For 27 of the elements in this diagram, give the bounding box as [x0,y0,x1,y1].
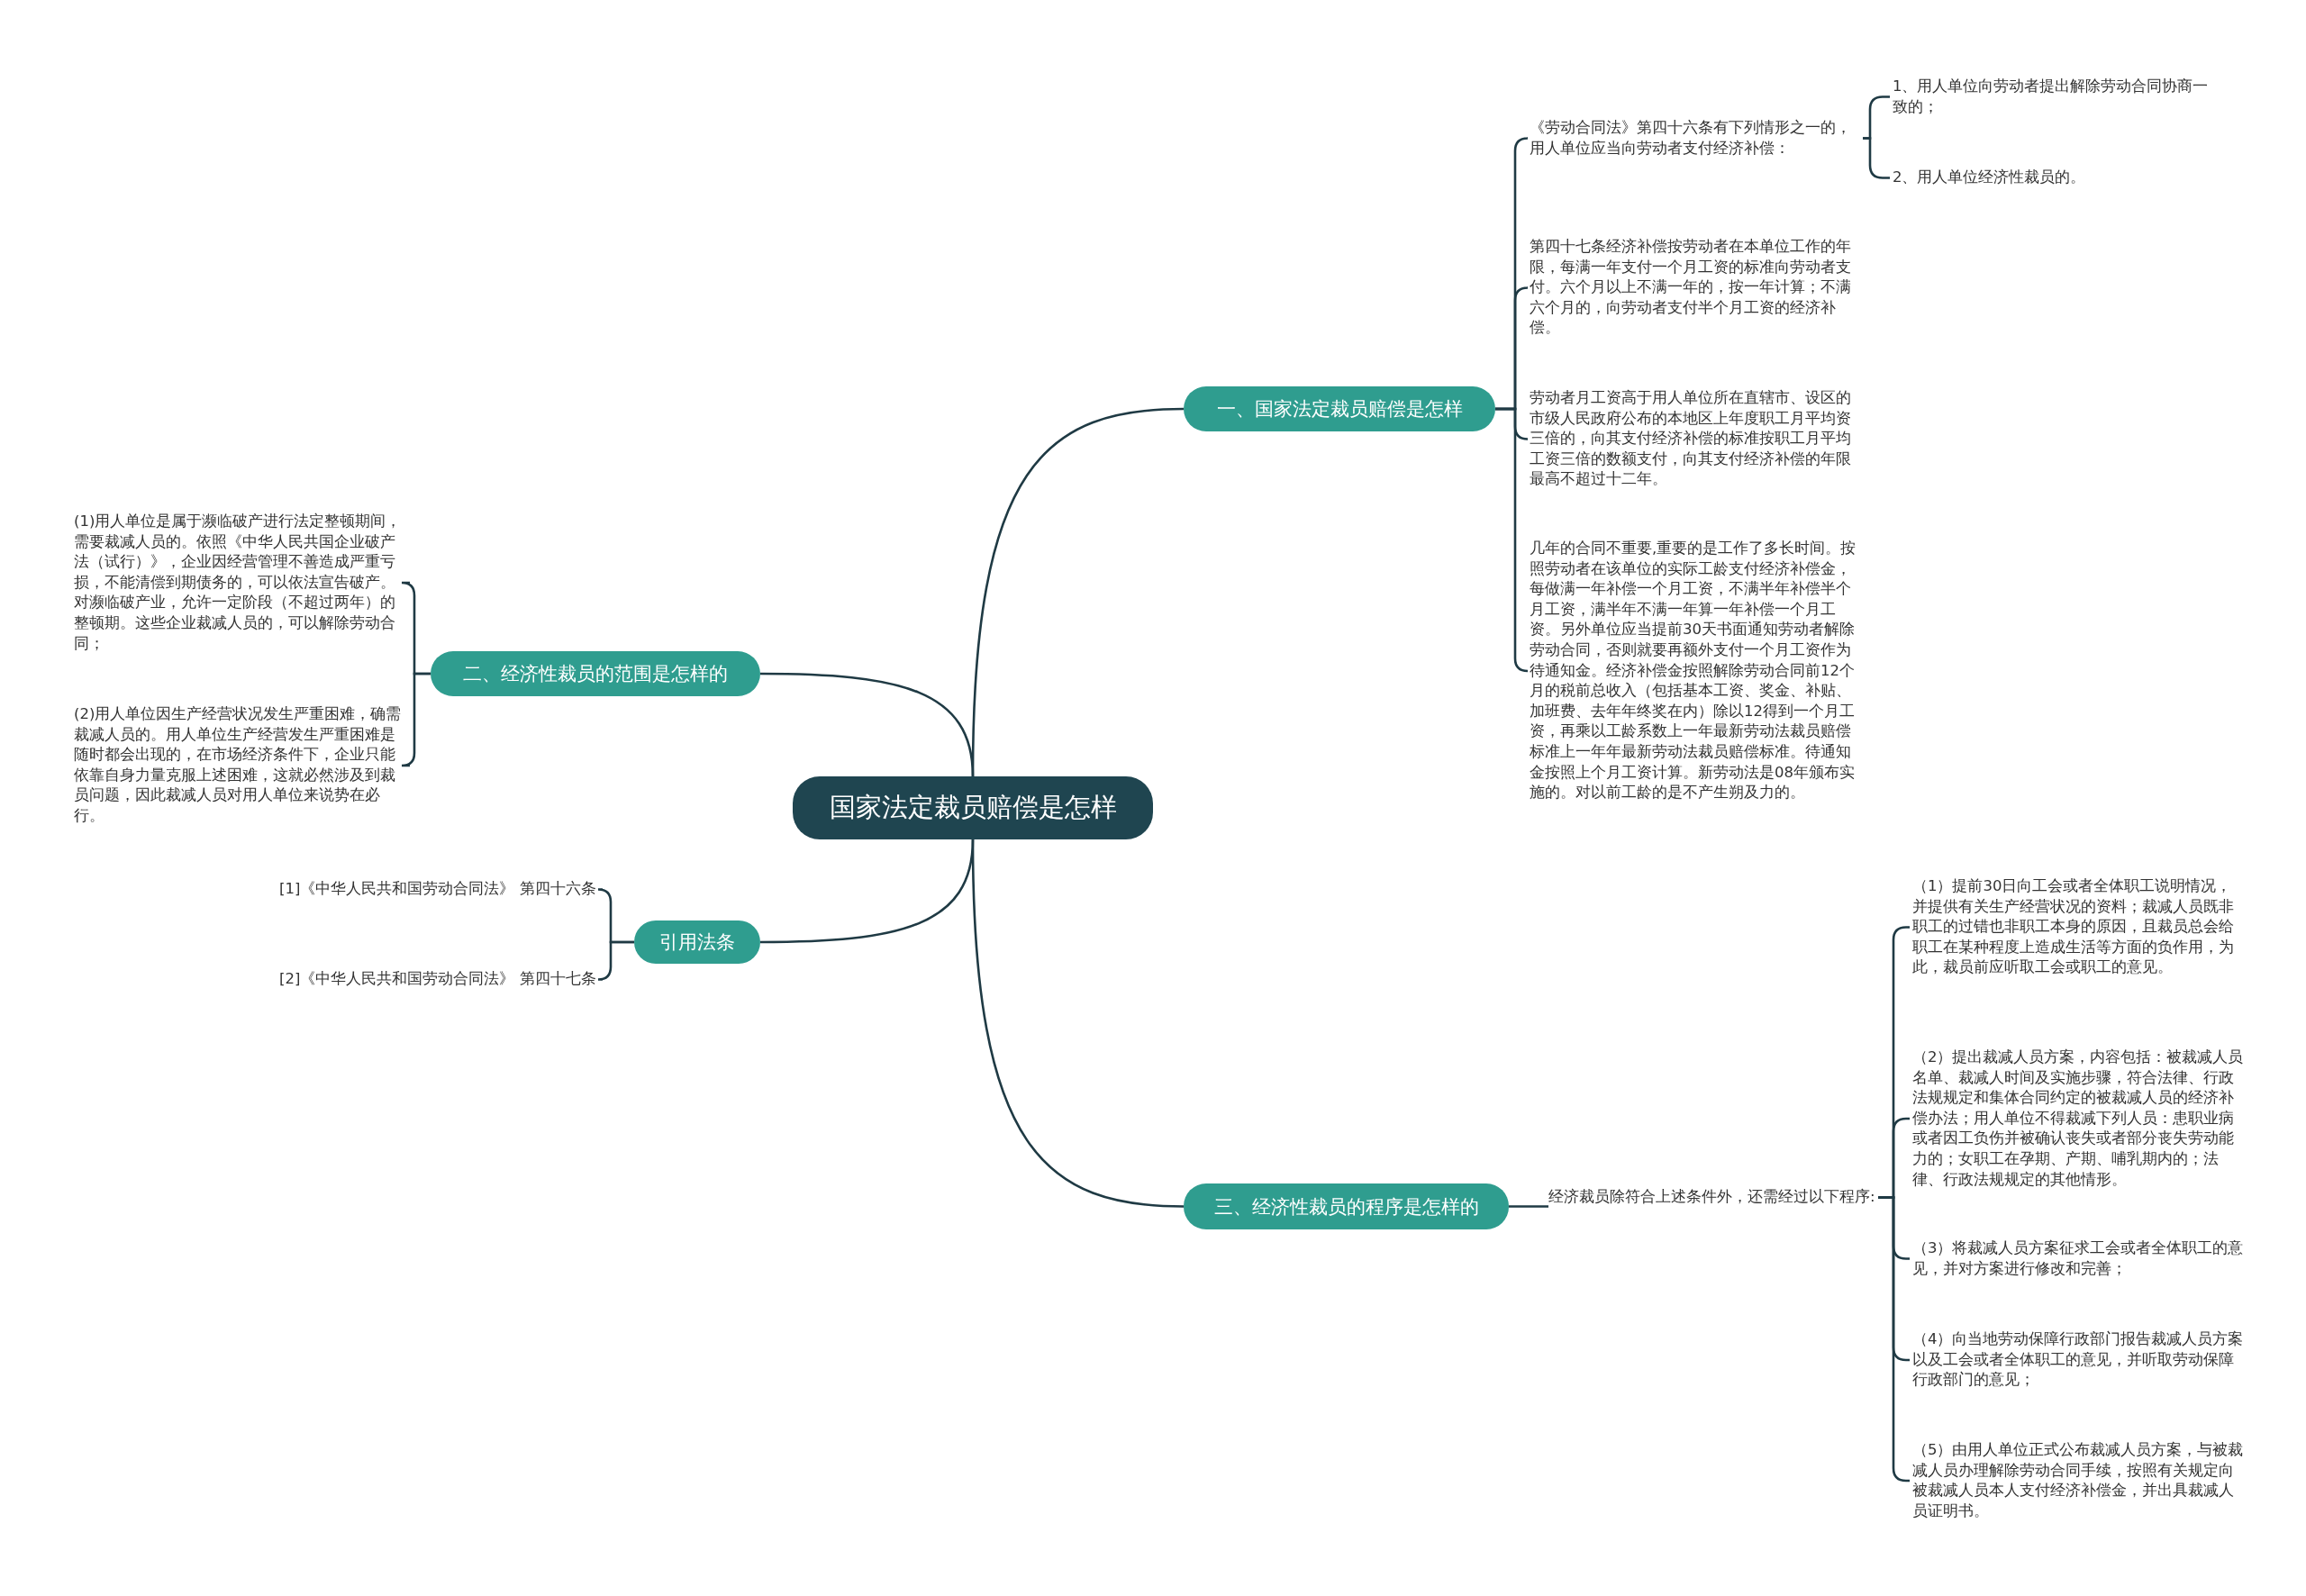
note-text: [1]《中华人民共和国劳动合同法》 第四十六条 [279,879,600,900]
note-text: 第四十七条经济补偿按劳动者在本单位工作的年限，每满一年支付一个月工资的标准向劳动者支付。六个月以上不满一年的，按一年计算；不满六个月的，向劳动者支付半个月工资的经济补偿。 [1530,237,1863,339]
note-text: （2）提出裁减人员方案，内容包括：被裁减人员名单、裁减人时间及实施步骤，符合法律、行政法规规定和集体合同约定的被裁减人员的经济补偿办法；用人单位不得裁减下列人员：患职业病或者因工负伤并被确认丧失或者部分丧失劳动能力的；女职工在孕期、产期、哺乳期内的；法律、行政法规规定的其他情形。 [1912,1047,2246,1191]
note-text: （4）向当地劳动保障行政部门报告裁减人员方案以及工会或者全体职工的意见，并听取劳动保障行政部门的意见； [1912,1329,2246,1391]
note-text: 几年的合同不重要,重要的是工作了多长时间。按照劳动者在该单位的实际工龄支付经济补偿金，每做满一年补偿一个月工资，不满半年补偿半个月工资，满半年不满一年算一年补偿一个月工资。另外单位应当提前30天书面通知劳动者解除劳动合同，否则就要再额外支付一个月工资作为待通知金。经济补偿金按照解除劳动合同前12个月的税前总收入（包括基本工资、奖金、补贴、加班费、去年年终奖在内）除以12得到一个月工资，再乘以工龄系数上一年最新劳动法裁员赔偿标准上一年年最新劳动法裁员赔偿标准。待通知金按照上个月工资计算。新劳动法是08年颁布实施的。对以前工龄的是不产生朔及力的。 [1530,539,1863,803]
note-text: 1、用人单位向劳动者提出解除劳动合同协商一致的； [1893,77,2217,118]
branch-topic: 一、国家法定裁员赔偿是怎样 [1184,386,1495,431]
note-text: （1）提前30日向工会或者全体职工说明情况，并提供有关生产经营状况的资料；裁减人员既非职工的过错也非职工本身的原因，且裁员总会给职工在某种程度上造成生活等方面的负作用，为此，裁员前应听取工会或职工的意见。 [1912,876,2246,978]
connector-line [1863,137,1890,179]
connector-line [596,940,634,981]
connector-line [1495,407,1530,673]
connector-line [760,672,975,777]
note-text: （5）由用人单位正式公布裁减人员方案，与被裁减人员办理解除劳动合同手续，按照有关规定向被裁减人员本人支付经济补偿金，并出具裁减人员证明书。 [1912,1440,2246,1522]
note-text: 经济裁员除符合上述条件外，还需经过以下程序: [1548,1187,1878,1208]
note-text: 劳动者月工资高于用人单位所在直辖市、设区的市级人民政府公布的本地区上年度职工月平均资三倍的，向其支付经济补偿的标准按职工月平均工资三倍的数额支付，向其支付经济补偿的年限最高不超过十二年。 [1530,388,1863,490]
note-text: (2)用人单位因生产经营状况发生严重困难，确需裁减人员的。用人单位生产经营发生严重困难是随时都会出现的，在市场经济条件下，企业只能依靠自身力量克服上述困难，这就必然涉及到裁员问题，因此裁减人员对用人单位来说势在必行。 [74,704,407,827]
note-text: 2、用人单位经济性裁员的。 [1893,168,2217,188]
connector-line [971,839,1185,1208]
branch-topic: 二、经济性裁员的范围是怎样的 [431,651,760,696]
note-text: （3）将裁减人员方案征求工会或者全体职工的意见，并对方案进行修改和完善； [1912,1238,2246,1280]
connector-line [1509,1205,1548,1208]
branch-topic: 三、经济性裁员的程序是怎样的 [1184,1183,1509,1229]
central-topic: 国家法定裁员赔偿是怎样 [793,776,1153,839]
branch-topic: 引用法条 [634,920,760,964]
note-text: [2]《中华人民共和国劳动合同法》 第四十七条 [279,969,600,990]
note-text: (1)用人单位是属于濒临破产进行法定整顿期间，需要裁减人员的。依照《中华人民共国企业破产法（试行）》，企业因经营管理不善造成严重亏损，不能清偿到期债务的，可以依法宣告破产。对濒临破产业，允许一定阶段（不超过两年）的整顿期。这些企业裁减人员的，可以解除劳动合同； [74,512,407,655]
note-text: 《劳动合同法》第四十六条有下列情形之一的，用人单位应当向劳动者支付经济补偿： [1530,118,1863,159]
